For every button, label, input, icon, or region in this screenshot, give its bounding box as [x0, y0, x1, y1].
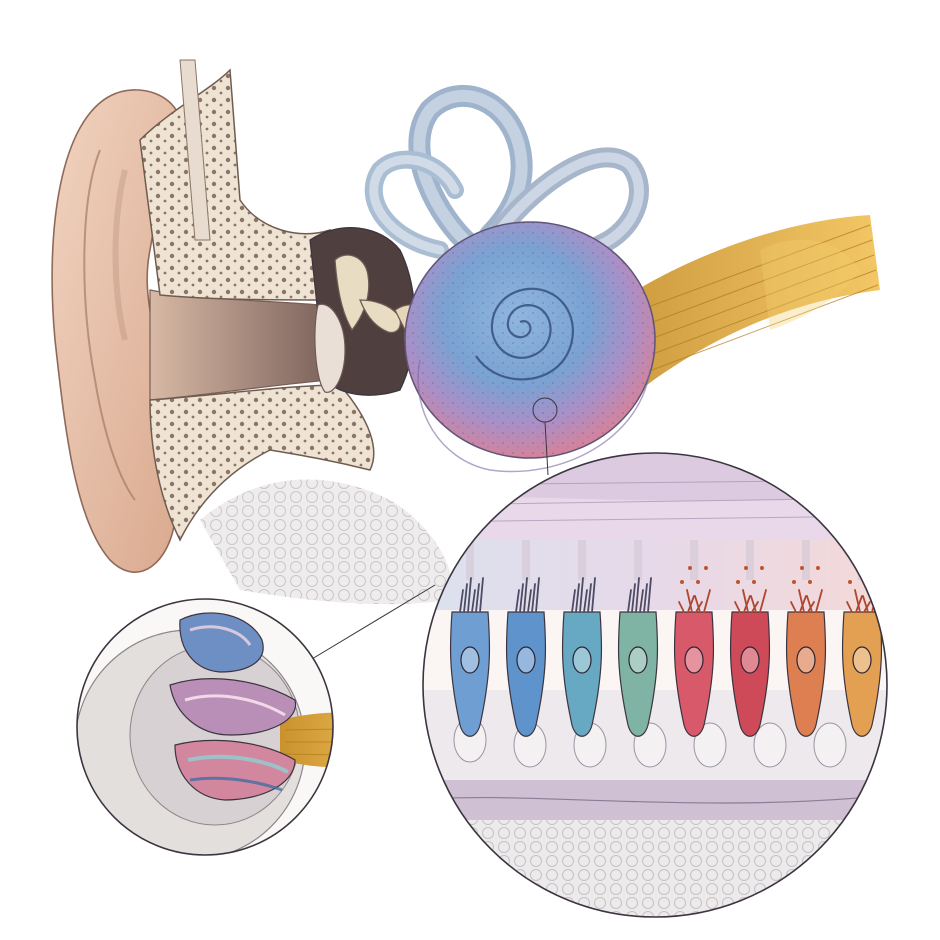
hair-cell — [673, 540, 715, 737]
callout-lines — [301, 397, 558, 666]
hair-cell — [617, 540, 659, 737]
cochlea — [404, 221, 656, 473]
pillar-stalk — [466, 540, 474, 580]
hair-cell-body — [617, 611, 659, 737]
pillar-stalk — [690, 540, 698, 580]
ear-canal — [149, 289, 331, 401]
cell-nucleus — [852, 646, 872, 674]
hair-cell — [505, 540, 547, 737]
cochlea-cross-section-inset — [76, 598, 334, 856]
cochlea-spiral — [475, 287, 575, 381]
temporal-bone-upper — [139, 59, 341, 301]
stereocilia — [734, 566, 767, 613]
cell-nucleus — [684, 646, 704, 674]
hair-cells-inset — [422, 452, 888, 918]
auditory-nerve — [620, 215, 880, 390]
pillar-stalk — [578, 540, 586, 580]
pillar-stalk — [746, 540, 754, 580]
pillar-stalk — [802, 540, 810, 580]
cell-nucleus — [796, 646, 816, 674]
temporal-bone-lower — [149, 384, 375, 542]
hair-cell — [561, 540, 603, 737]
cell-nucleus — [740, 646, 760, 674]
cell-nucleus — [572, 646, 592, 674]
hair-cell-body — [785, 611, 827, 737]
pillar-stalk — [522, 540, 530, 580]
hair-cell-body — [561, 611, 603, 737]
cell-nucleus — [516, 646, 536, 674]
stereocilia — [515, 577, 540, 613]
stereocilia — [459, 577, 484, 613]
stereocilia — [627, 577, 652, 613]
eardrum — [314, 303, 346, 393]
hair-cell — [729, 540, 771, 737]
stereocilia — [571, 577, 596, 613]
cell-nucleus — [460, 646, 480, 674]
hair-cell-body — [505, 611, 547, 737]
stereocilia — [678, 566, 711, 613]
soft-tissue — [200, 479, 453, 605]
hair-cell — [785, 540, 827, 737]
hair-cell-body — [449, 611, 491, 737]
pillar-stalk — [634, 540, 642, 580]
hair-cell-body — [673, 611, 715, 737]
hair-cells-row — [449, 540, 883, 737]
hair-cell-body — [729, 611, 771, 737]
hair-cell — [449, 540, 491, 737]
semicircular-canals — [364, 84, 649, 259]
hair-cell-body — [841, 611, 883, 737]
cell-nucleus — [628, 646, 648, 674]
stereocilia — [790, 566, 823, 613]
